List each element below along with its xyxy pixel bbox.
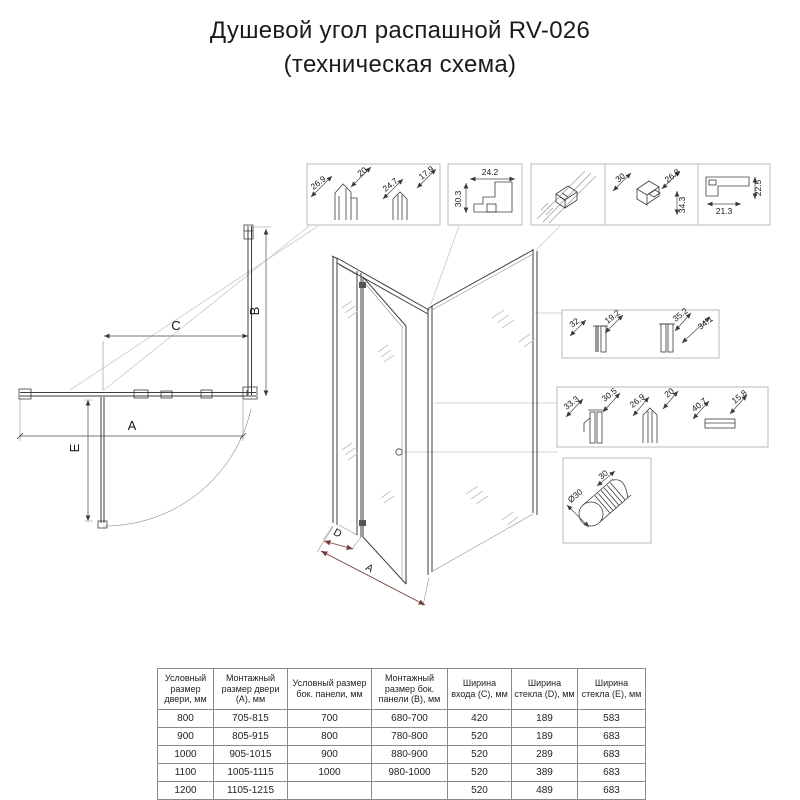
table-cell: 683 — [577, 781, 646, 800]
table-cell — [287, 781, 372, 800]
table-cell: 800 — [287, 727, 372, 746]
plan-dim-b: B — [247, 307, 262, 316]
detail-box-right-2: 33.3 30.5 26.9 20 40.7 15.8 — [556, 385, 769, 448]
table-cell: 800 — [157, 709, 214, 728]
iso-dim-d: D — [331, 526, 344, 540]
table-cell: 389 — [511, 763, 578, 782]
table-cell: 980-1000 — [371, 763, 448, 782]
detail-box-top-bracket-view — [530, 163, 606, 226]
dim-label: 21.3 — [716, 206, 733, 216]
dim-label: 24.2 — [482, 167, 499, 177]
table-cell: 189 — [511, 727, 578, 746]
table-cell: 705-815 — [213, 709, 288, 728]
table-cell — [371, 781, 448, 800]
iso-view: D A — [316, 249, 538, 607]
detail-box-top-corner-profile: 24.2 30.3 — [447, 163, 523, 226]
detail-box-top-profiles: 26.9 20 24.7 17.9 — [306, 163, 441, 226]
table-cell: 583 — [577, 709, 646, 728]
table-cell: 900 — [157, 727, 214, 746]
page-subtitle: (техническая схема) — [283, 51, 517, 79]
header-cell: Монтажный размер двери (А), мм — [213, 668, 288, 710]
table-header-row: Условный размер двери, мм Монтажный разм… — [157, 668, 646, 710]
hinge-top — [359, 282, 366, 288]
door-knob — [395, 448, 403, 456]
size-table: Условный размер двери, мм Монтажный разм… — [157, 668, 646, 800]
table-row: 1000 905-1015 900 880-900 520 289 683 — [157, 745, 646, 764]
header-cell: Условный размер двери, мм — [157, 668, 214, 710]
detail-box-right-1: 32 19.2 35.2 34.1 — [561, 305, 720, 359]
dim-label: 22.5 — [753, 179, 763, 196]
table-cell: 1100 — [157, 763, 214, 782]
header-cell: Ширина входа (С), мм — [447, 668, 512, 710]
header-cell: Ширина стекла (Е), мм — [577, 668, 646, 710]
table-cell: 1200 — [157, 781, 214, 800]
table-row: 900 805-915 800 780-800 520 189 683 — [157, 727, 646, 746]
table-cell: 520 — [447, 727, 512, 746]
table-cell: 1005-1115 — [213, 763, 288, 782]
iso-dim-a: A — [363, 561, 375, 575]
table-cell: 683 — [577, 727, 646, 746]
plan-dim-e: E — [67, 443, 82, 452]
detail-box-top-connector: 30 26.8 34.3 — [604, 163, 699, 226]
detail-box-top-l-profile: 22.5 21.3 — [697, 163, 771, 226]
leader-lines — [69, 225, 562, 453]
table-cell: 683 — [577, 763, 646, 782]
title-block: Душевой угол распашной RV-026 (техническ… — [0, 14, 800, 82]
header-cell: Условный размер бок. панели, мм — [287, 668, 372, 710]
table-cell: 520 — [447, 763, 512, 782]
table-cell: 780-800 — [371, 727, 448, 746]
detail-box-knob: Ø30 30 — [562, 457, 652, 544]
table-cell: 489 — [511, 781, 578, 800]
hinge-bottom — [359, 520, 366, 526]
header-cell: Ширина стекла (D), мм — [511, 668, 578, 710]
table-row: 1200 1105-1215 520 489 683 — [157, 781, 646, 800]
table-cell: 1105-1215 — [213, 781, 288, 800]
table-cell: 520 — [447, 745, 512, 764]
table-cell: 805-915 — [213, 727, 288, 746]
glass-section — [595, 326, 599, 352]
table-cell: 680-700 — [371, 709, 448, 728]
page-title: Душевой угол распашной RV-026 — [209, 17, 591, 44]
table-cell: 683 — [577, 745, 646, 764]
plan-dim-c: C — [171, 318, 180, 333]
table-cell: 1000 — [287, 763, 372, 782]
table-cell: 289 — [511, 745, 578, 764]
table-cell: 520 — [447, 781, 512, 800]
plan-dim-a: A — [128, 418, 137, 433]
table-cell: 1000 — [157, 745, 214, 764]
table-cell: 420 — [447, 709, 512, 728]
table-row: 1100 1005-1115 1000 980-1000 520 389 683 — [157, 763, 646, 782]
dim-label: 30.3 — [453, 190, 463, 207]
header-cell: Монтажный размер бок. панели (В), мм — [371, 668, 448, 710]
table-cell: 905-1015 — [213, 745, 288, 764]
dim-label: 34.3 — [677, 196, 687, 213]
table-cell: 900 — [287, 745, 372, 764]
plan-view: B C E A — [16, 224, 271, 529]
table-row: 800 705-815 700 680-700 420 189 583 — [157, 709, 646, 728]
table-cell: 700 — [287, 709, 372, 728]
table-cell: 189 — [511, 709, 578, 728]
table-cell: 880-900 — [371, 745, 448, 764]
